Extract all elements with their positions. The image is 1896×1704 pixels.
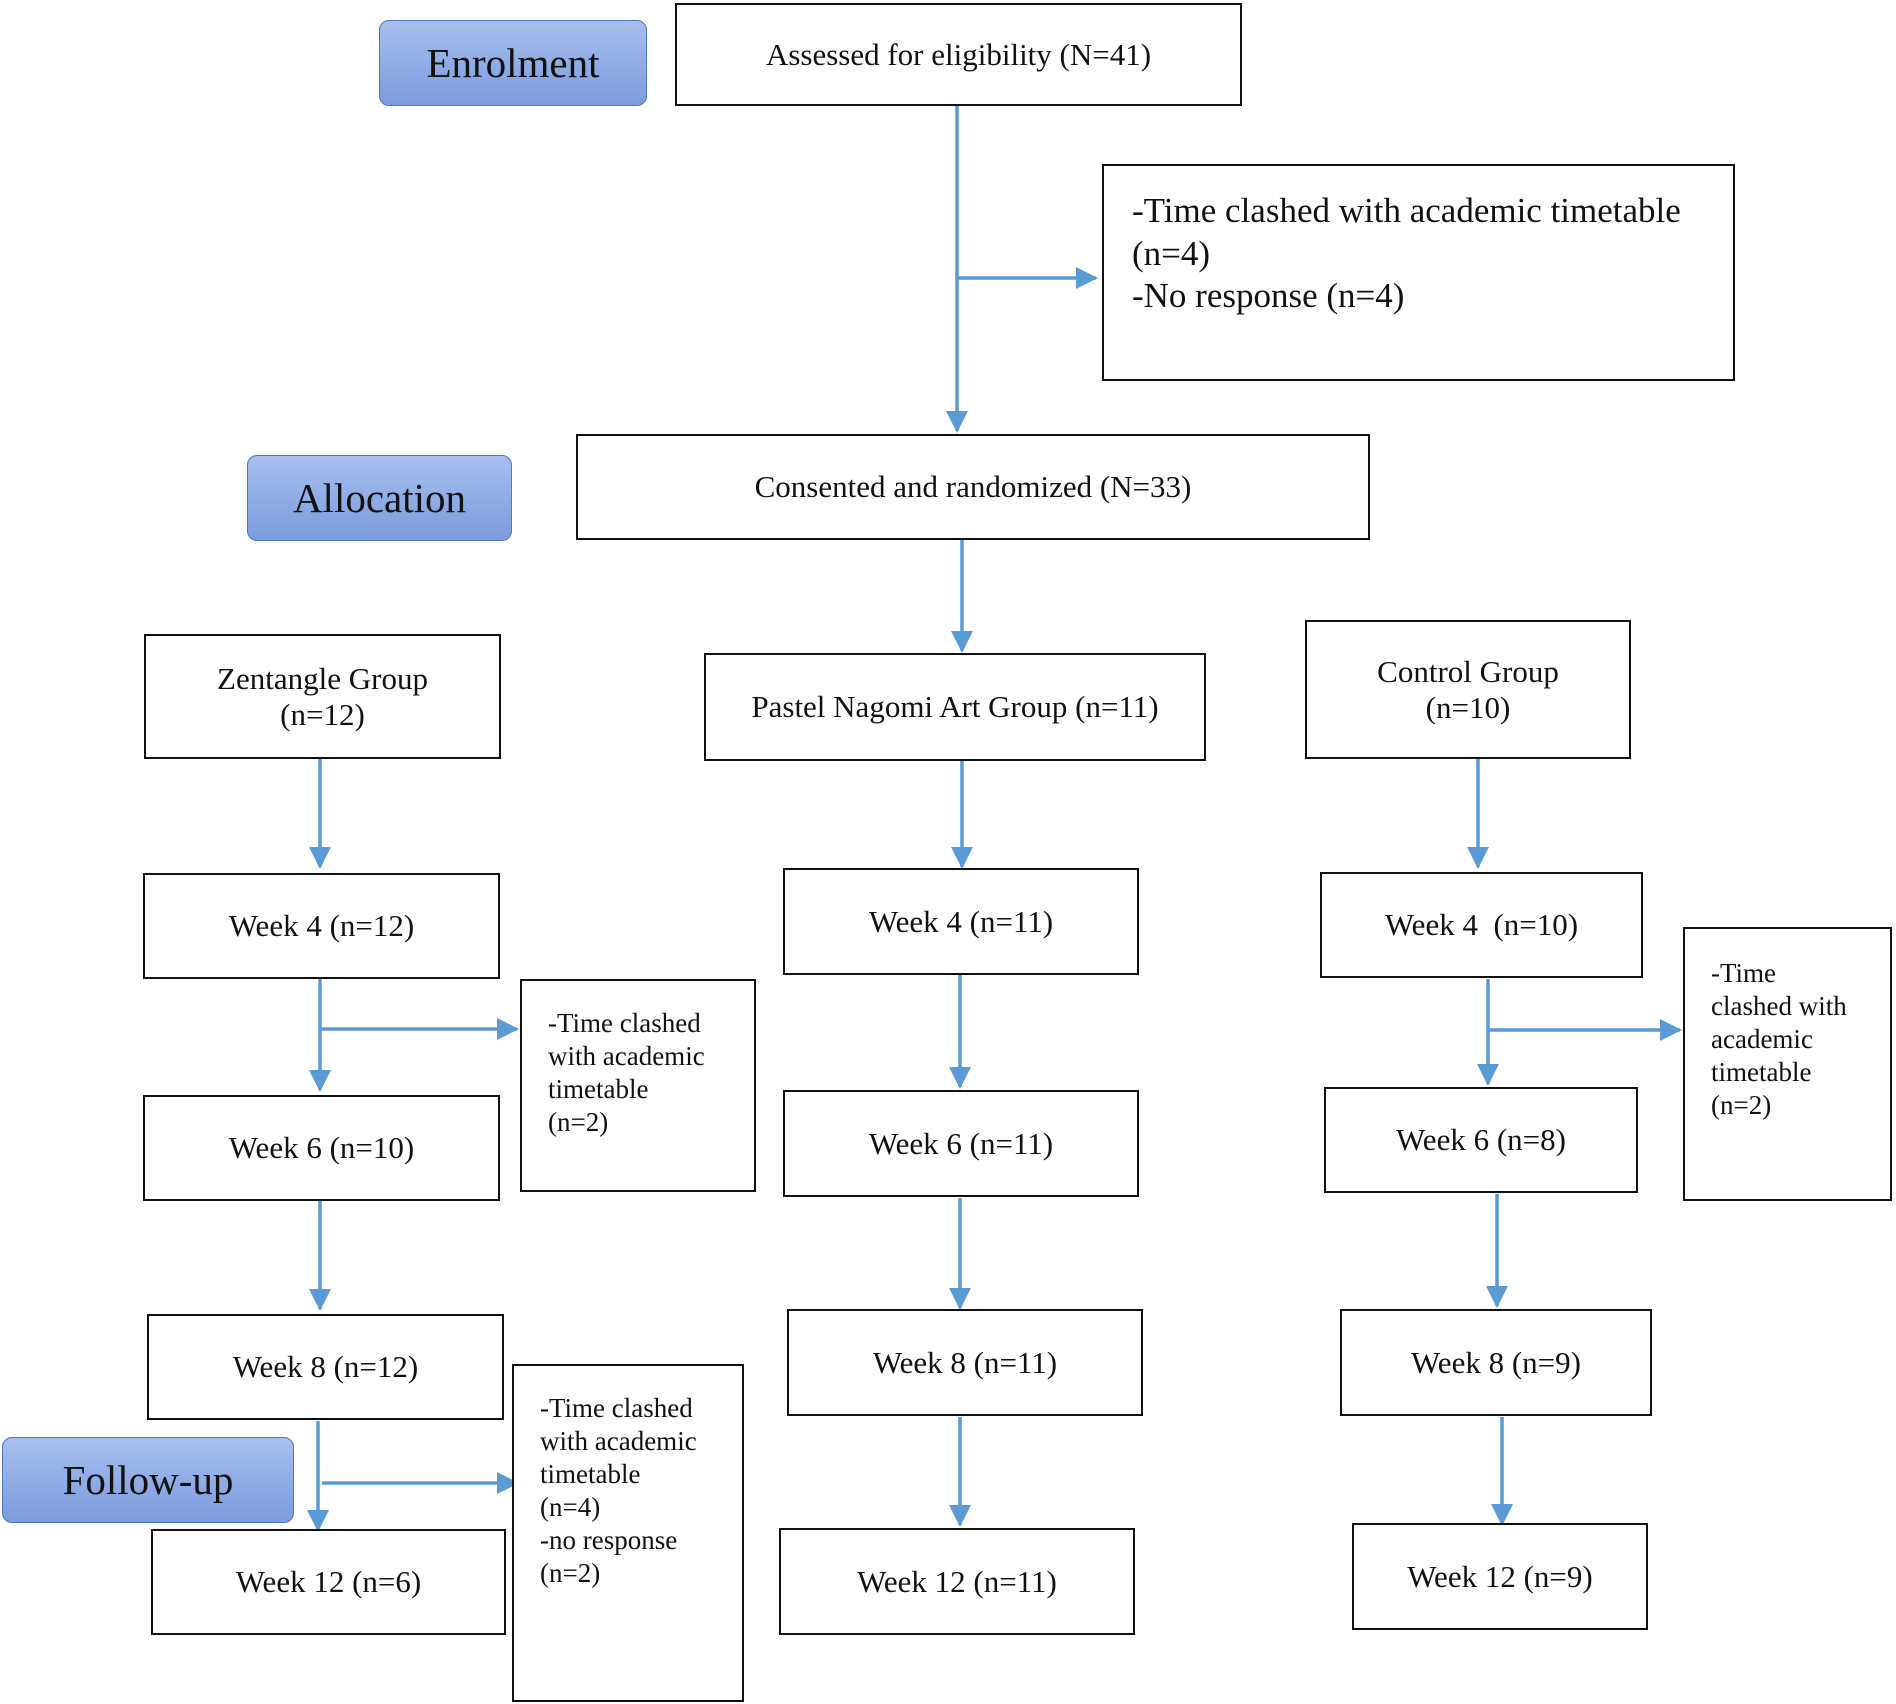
zentangle-week8-box: Week 8 (n=12) [147, 1314, 504, 1420]
randomized-box: Consented and randomized (N=33) [576, 434, 1370, 540]
pastel-week12-box: Week 12 (n=11) [779, 1528, 1135, 1635]
control-dropout-line-1: -Time [1711, 958, 1777, 988]
control-week4-text: Week 4 (n=10) [1384, 907, 1579, 942]
zentangle-dropout1-line-1: -Time clashed [548, 1008, 701, 1038]
control-week6-text: Week 6 (n=8) [1396, 1122, 1566, 1157]
control-dropout-line-5: (n=2) [1711, 1089, 1772, 1120]
zentangle-group-box: Zentangle Group (n=12) [144, 634, 501, 759]
zentangle-dropout2-line-3: timetable [540, 1458, 641, 1489]
zentangle-week4-text: Week 4 (n=12) [228, 908, 415, 943]
pastel-week8-box: Week 8 (n=11) [787, 1309, 1143, 1416]
pastel-week12-text: Week 12 (n=11) [857, 1563, 1057, 1599]
zentangle-dropout2-line-4: (n=4) [540, 1491, 601, 1522]
control-group-name: Control Group [1377, 653, 1559, 689]
assessed-box: Assessed for eligibility (N=41) [675, 3, 1242, 106]
pastel-group-box: Pastel Nagomi Art Group (n=11) [704, 653, 1206, 761]
zentangle-week8-dropout-box: -Time clashed with academic timetable (n… [512, 1364, 744, 1702]
pastel-group-name: Pastel Nagomi Art Group (n=11) [751, 689, 1159, 724]
excluded-box: -Time clashed with academic timetable (n… [1102, 164, 1735, 381]
zentangle-dropout1-line-2: with academic [548, 1040, 705, 1071]
stage-allocation: Allocation [247, 455, 512, 541]
control-dropout-line-3: academic [1711, 1023, 1813, 1054]
control-week12-box: Week 12 (n=9) [1352, 1523, 1648, 1630]
control-week6-box: Week 6 (n=8) [1324, 1087, 1638, 1193]
control-group-count: (n=10) [1425, 689, 1511, 725]
zentangle-dropout2-line-5: -no response [540, 1524, 678, 1555]
excluded-line-2: (n=4) [1132, 233, 1211, 273]
zentangle-group-count: (n=12) [280, 696, 365, 732]
control-week8-text: Week 8 (n=9) [1411, 1344, 1581, 1380]
control-dropout-line-4: timetable [1711, 1056, 1812, 1087]
zentangle-dropout2-line-6: (n=2) [540, 1557, 601, 1588]
control-week12-text: Week 12 (n=9) [1407, 1558, 1593, 1594]
zentangle-group-name: Zentangle Group [217, 660, 428, 696]
zentangle-dropout1-line-4: (n=2) [548, 1106, 609, 1137]
pastel-week8-text: Week 8 (n=11) [872, 1344, 1058, 1380]
stage-follow-up: Follow-up [2, 1437, 294, 1523]
zentangle-week12-text: Week 12 (n=6) [235, 1564, 422, 1599]
pastel-week4-text: Week 4 (n=11) [868, 903, 1054, 939]
control-dropout-line-2: clashed with [1711, 990, 1847, 1021]
zentangle-week4-dropout-box: -Time clashed with academic timetable (n… [520, 979, 756, 1192]
pastel-week6-text: Week 6 (n=11) [868, 1125, 1054, 1161]
randomized-text: Consented and randomized (N=33) [754, 469, 1192, 504]
zentangle-week6-text: Week 6 (n=10) [228, 1130, 415, 1165]
excluded-line-3: -No response (n=4) [1132, 276, 1405, 316]
zentangle-dropout2-line-2: with academic [540, 1425, 697, 1456]
zentangle-week6-box: Week 6 (n=10) [143, 1095, 500, 1201]
zentangle-week12-box: Week 12 (n=6) [151, 1529, 506, 1635]
stage-enrolment: Enrolment [379, 20, 647, 106]
zentangle-week8-text: Week 8 (n=12) [232, 1349, 419, 1384]
excluded-line-1: -Time clashed with academic timetable [1132, 191, 1681, 230]
pastel-week4-box: Week 4 (n=11) [783, 868, 1139, 975]
zentangle-dropout2-line-1: -Time clashed [540, 1393, 693, 1423]
zentangle-week4-box: Week 4 (n=12) [143, 873, 500, 979]
pastel-week6-box: Week 6 (n=11) [783, 1090, 1139, 1197]
control-week4-box: Week 4 (n=10) [1320, 872, 1643, 978]
zentangle-dropout1-line-3: timetable [548, 1073, 649, 1104]
assessed-text: Assessed for eligibility (N=41) [765, 36, 1152, 72]
control-week4-dropout-box: -Time clashed with academic timetable (n… [1683, 927, 1892, 1201]
control-week8-box: Week 8 (n=9) [1340, 1309, 1652, 1416]
control-group-box: Control Group (n=10) [1305, 620, 1631, 759]
